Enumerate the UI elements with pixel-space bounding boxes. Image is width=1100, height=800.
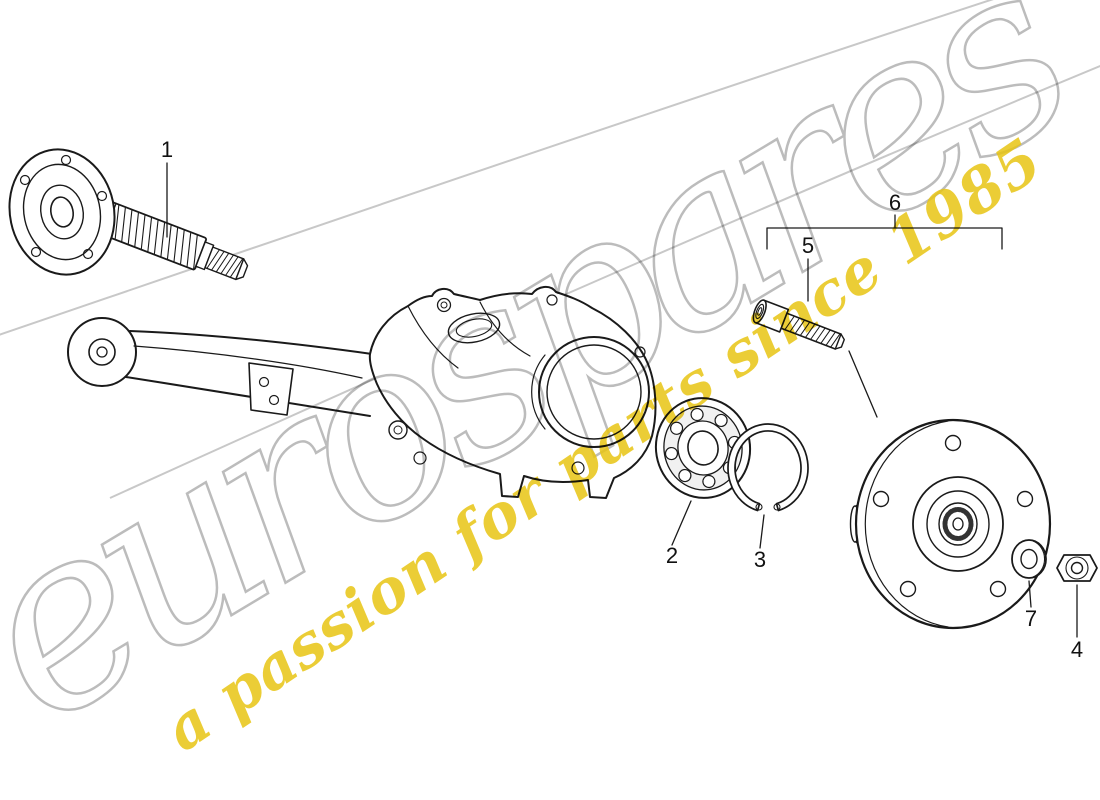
drive-shaft-drawing [8, 148, 249, 281]
bolt-thread-hatching [784, 315, 841, 348]
hub-splined-bore [942, 507, 974, 541]
swoosh-curve-lower [109, 64, 1100, 499]
part-label-6: 6 [889, 190, 901, 215]
arm-brace-plate [248, 362, 294, 416]
leader-part-2 [671, 500, 692, 546]
thread-hatching [206, 249, 244, 278]
housing-bearing-bore [538, 336, 650, 448]
spline-hatching [114, 204, 198, 271]
bearing-drawing [654, 397, 752, 499]
part-label-2: 2 [666, 543, 678, 568]
part-label-1: 1 [161, 137, 173, 162]
leader-bolt-to-hub [848, 350, 878, 418]
leader-part-3 [759, 514, 765, 549]
drive-shaft-flange [8, 148, 116, 276]
housing-drawing [368, 286, 657, 499]
swoosh-lines [0, 0, 1100, 499]
hub-drawing [849, 418, 1052, 630]
part-label-5: 5 [802, 233, 814, 258]
hub-bolt-holes [872, 434, 1034, 598]
nut-drawing [1056, 554, 1098, 582]
leader-lines [166, 162, 1078, 638]
bolt-drawing [752, 299, 845, 350]
part-label-7: 7 [1025, 606, 1037, 631]
bracket-part-6 [766, 227, 1003, 250]
part-label-4: 4 [1071, 637, 1083, 662]
part-label-3: 3 [754, 547, 766, 572]
swoosh-curve-top [0, 0, 994, 336]
circlip-drawing [727, 423, 809, 512]
washer-drawing [1011, 539, 1047, 579]
trailing-arm-drawing [67, 317, 373, 417]
leader-part-7 [1028, 580, 1032, 608]
